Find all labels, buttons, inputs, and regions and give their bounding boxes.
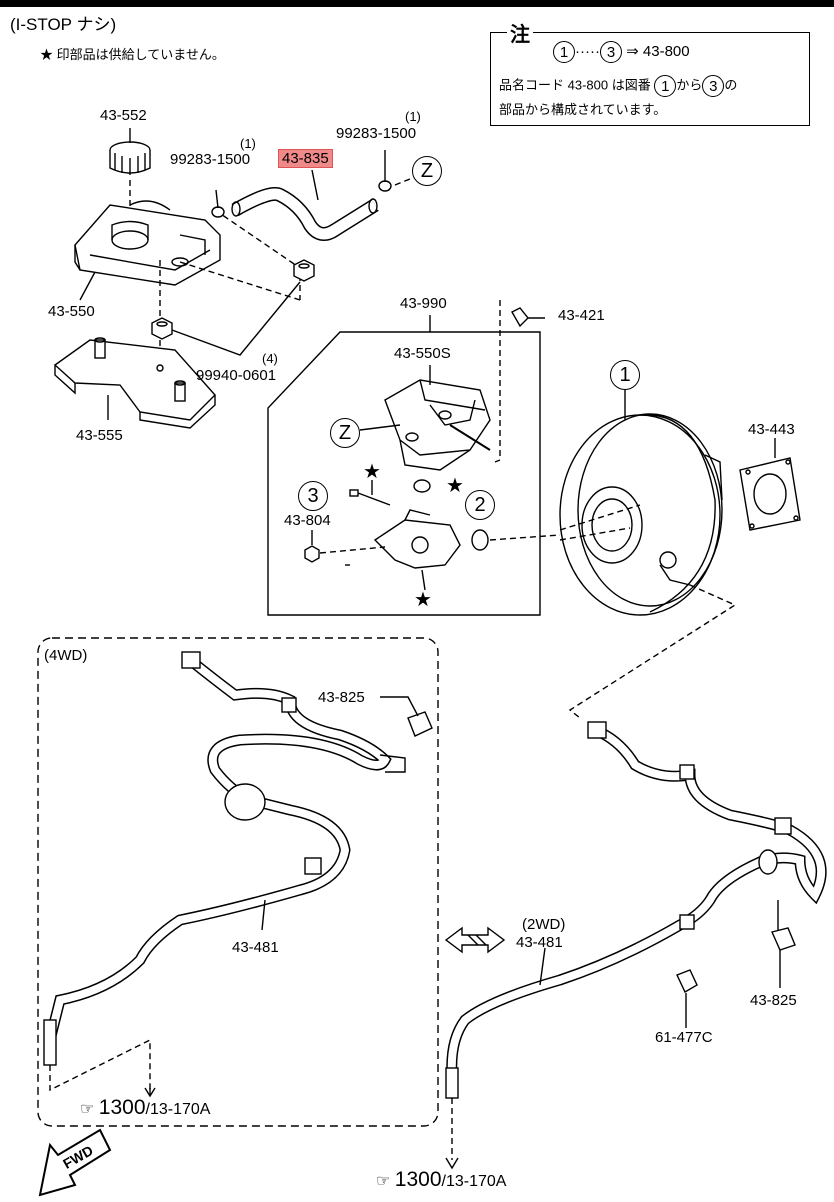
note-circle-1: 1	[654, 75, 677, 97]
vacuum-hose-43-835	[231, 187, 379, 241]
label-99283-left: 99283-1500	[170, 151, 251, 168]
callout-2: 2	[465, 490, 495, 520]
label-99940-0601: 99940-0601	[196, 367, 277, 384]
label-43-804: 43-804	[284, 512, 331, 529]
star-note: ★ 印部品は供給していません。	[40, 47, 225, 62]
double-arrow-icon	[444, 926, 506, 954]
star-marker-3: ★	[414, 589, 432, 611]
label-43-550: 43-550	[48, 303, 95, 320]
star-marker-1: ★	[363, 461, 381, 483]
valve-body	[373, 509, 461, 569]
label-43-421: 43-421	[558, 307, 605, 324]
note-dots: ·····	[575, 42, 600, 60]
bolt	[349, 489, 391, 506]
nut-99940-b	[151, 317, 173, 340]
note-line2-c: の	[724, 77, 738, 93]
qty-99940: (4)	[262, 351, 278, 366]
label-43-825-4wd: 43-825	[318, 689, 365, 706]
label-99283-right: 99283-1500	[336, 125, 417, 142]
label-43-825-2wd: 43-825	[750, 992, 797, 1009]
leader-99940	[171, 281, 301, 356]
label-43-443: 43-443	[748, 421, 795, 438]
ref-4wd[interactable]: ☞ 1300/13-170A	[80, 1096, 210, 1120]
note-line2-b: から	[676, 77, 703, 93]
section-4wd: (4WD)	[44, 647, 88, 664]
label-43-552: 43-552	[100, 107, 147, 124]
ref-2wd[interactable]: ☞ 1300/13-170A	[376, 1168, 506, 1192]
circle-3: 3	[599, 41, 622, 63]
note-line2-a: 品名コード 43-800 は図番	[499, 77, 651, 93]
hose-clamp-right	[378, 150, 392, 192]
gasket-43-443	[739, 457, 801, 531]
valve-unit-43-550s	[384, 379, 491, 471]
ref-2wd-number: 1300	[394, 1168, 442, 1191]
note-title: 注	[507, 25, 533, 45]
hose-4wd	[43, 651, 406, 1066]
label-43-555: 43-555	[76, 427, 123, 444]
assembly-box	[267, 331, 541, 616]
qty-99283-right: (1)	[405, 109, 421, 124]
ref-4wd-figure: /13-170A	[145, 1101, 211, 1118]
page-title: (I-STOP ナシ)	[10, 15, 117, 34]
circle-1: 1	[553, 41, 575, 63]
callout-3: 3	[298, 481, 328, 511]
note-line3: 部品から構成されています。	[499, 102, 667, 117]
dash-booster-hose	[568, 584, 737, 719]
frame-4wd	[37, 637, 439, 1127]
callout-z-lower: Z	[330, 418, 360, 448]
callout-1: 1	[610, 360, 640, 390]
label-43-481-4wd: 43-481	[232, 939, 279, 956]
qty-99283-left: (1)	[240, 136, 256, 151]
hose-2wd	[445, 721, 827, 1099]
label-43-835-highlighted: 43-835	[278, 149, 333, 168]
dash-res-c	[214, 209, 301, 269]
reservoir-cap	[109, 141, 151, 175]
star-marker-2: ★	[446, 475, 464, 497]
nut-99940-a	[293, 259, 315, 282]
clamp-43-825-4wd	[407, 711, 433, 737]
leader-43-835	[311, 169, 319, 201]
reservoir-tank	[74, 200, 221, 286]
reservoir-bracket	[53, 337, 216, 429]
fwd-arrow-icon	[38, 1128, 112, 1197]
pointing-hand-icon: ☞	[376, 1173, 391, 1190]
label-43-550s: 43-550S	[394, 345, 451, 362]
ref-4wd-number: 1300	[98, 1096, 146, 1119]
label-43-990: 43-990	[400, 295, 447, 312]
brake-booster	[559, 413, 723, 616]
label-43-481-2wd: 43-481	[516, 934, 563, 951]
ref-2wd-figure: /13-170A	[441, 1173, 507, 1190]
leader-43-550	[79, 271, 96, 301]
tag-2wd: (2WD)	[522, 916, 566, 933]
note-result: ⇒ 43-800	[626, 42, 690, 60]
callout-z-upper: Z	[412, 156, 442, 186]
pointing-hand-icon: ☞	[80, 1101, 95, 1118]
o-ring-2	[471, 529, 489, 551]
grommet	[413, 479, 431, 493]
nut-43-804	[304, 545, 320, 563]
top-border	[0, 0, 834, 7]
note-circle-3: 3	[702, 75, 725, 97]
clamp-43-825-2wd	[771, 927, 796, 951]
hose-clamp-left	[211, 189, 225, 218]
clamp-61-477c	[676, 969, 698, 993]
label-61-477c: 61-477C	[655, 1029, 713, 1046]
note-range: 1·····3 ⇒ 43-800	[553, 41, 690, 63]
check-valve-43-421	[511, 307, 529, 328]
dash-res-a	[179, 261, 301, 301]
